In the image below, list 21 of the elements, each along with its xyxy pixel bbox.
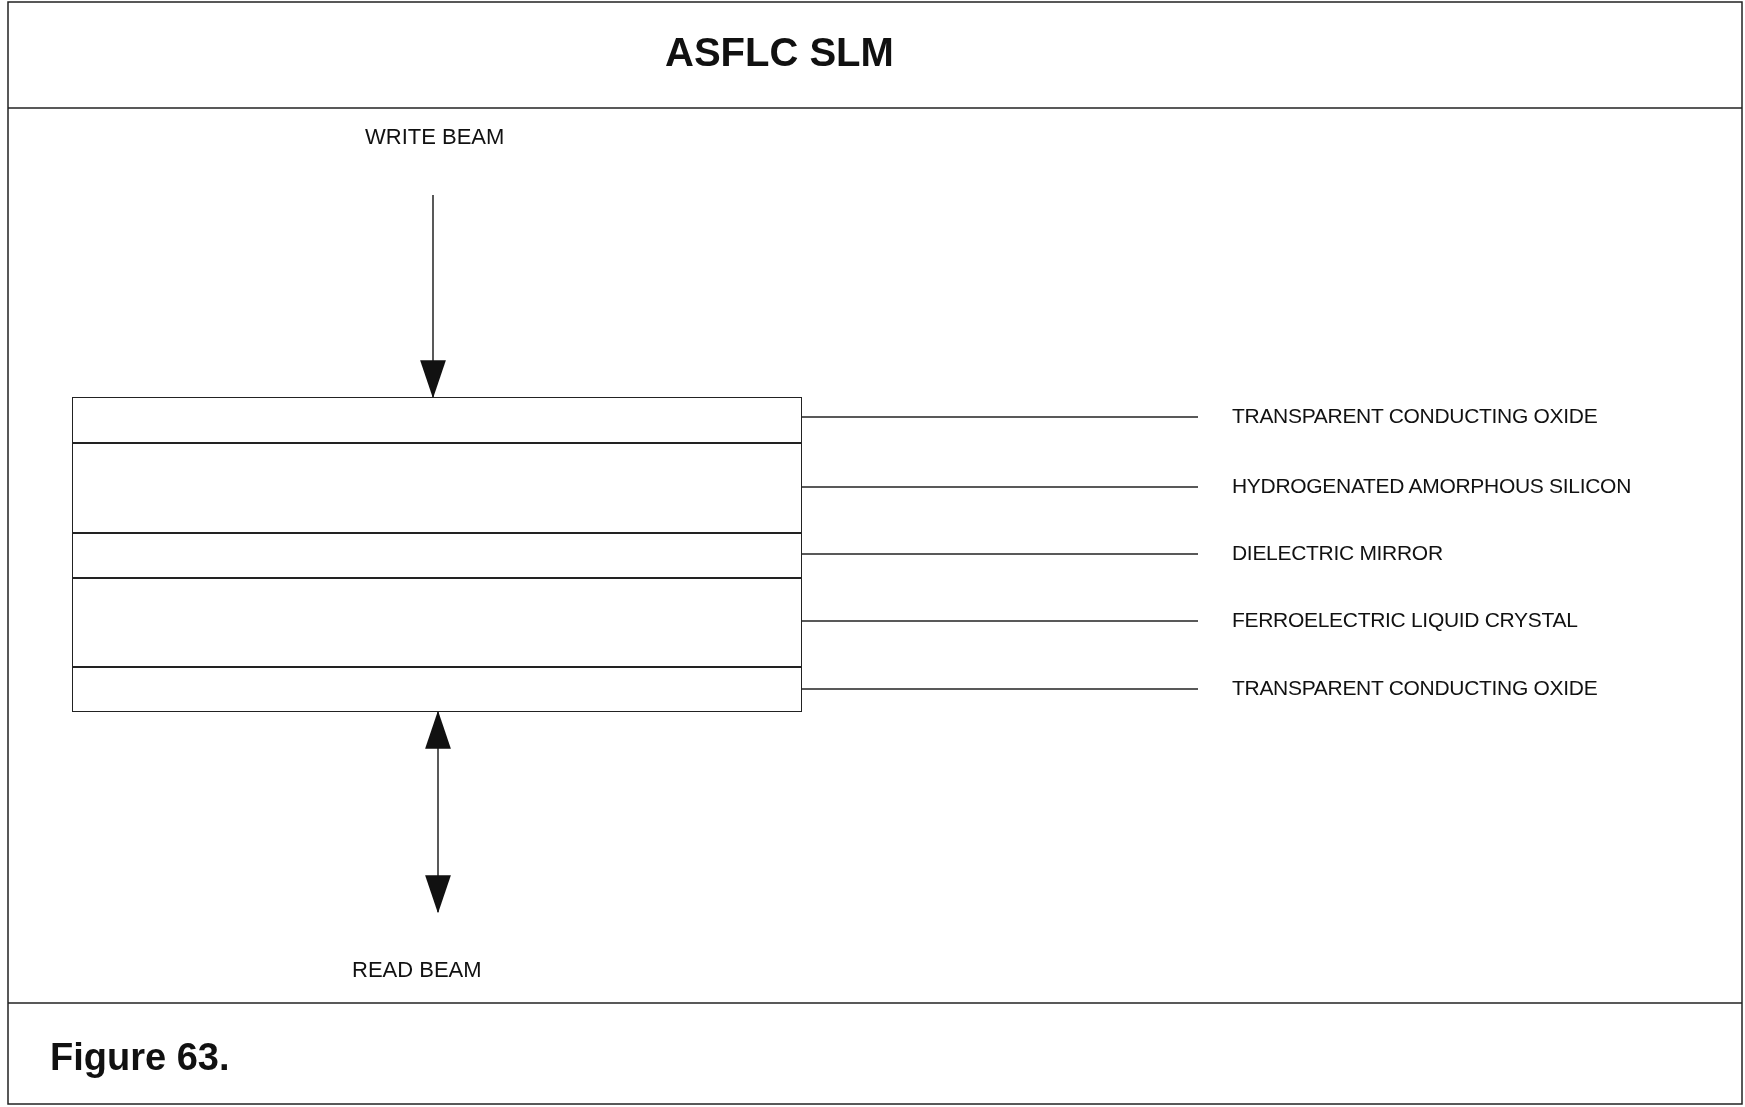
layer-band [72,443,802,533]
leader-line [801,688,1199,690]
beam-label: WRITE BEAM [365,124,505,150]
diagram-title: ASFLC SLM [665,30,894,75]
layer-band [72,397,802,443]
layer-band [72,578,802,667]
layer-label: TRANSPARENT CONDUCTING OXIDE [1232,676,1598,700]
leader-line [801,486,1199,488]
beam-arrow [420,194,446,399]
beam-label: READ BEAM [352,957,482,983]
leader-line [801,553,1199,555]
layer-label: DIELECTRIC MIRROR [1232,541,1443,565]
layer-label: FERROELECTRIC LIQUID CRYSTAL [1232,608,1578,632]
layer-band [72,533,802,578]
layer-label: TRANSPARENT CONDUCTING OXIDE [1232,404,1598,428]
leader-line [801,416,1199,418]
leader-line [801,620,1199,622]
beam-arrow [425,710,451,914]
figure-caption: Figure 63. [50,1036,230,1079]
layer-label: HYDROGENATED AMORPHOUS SILICON [1232,474,1631,498]
layer-band [72,667,802,712]
